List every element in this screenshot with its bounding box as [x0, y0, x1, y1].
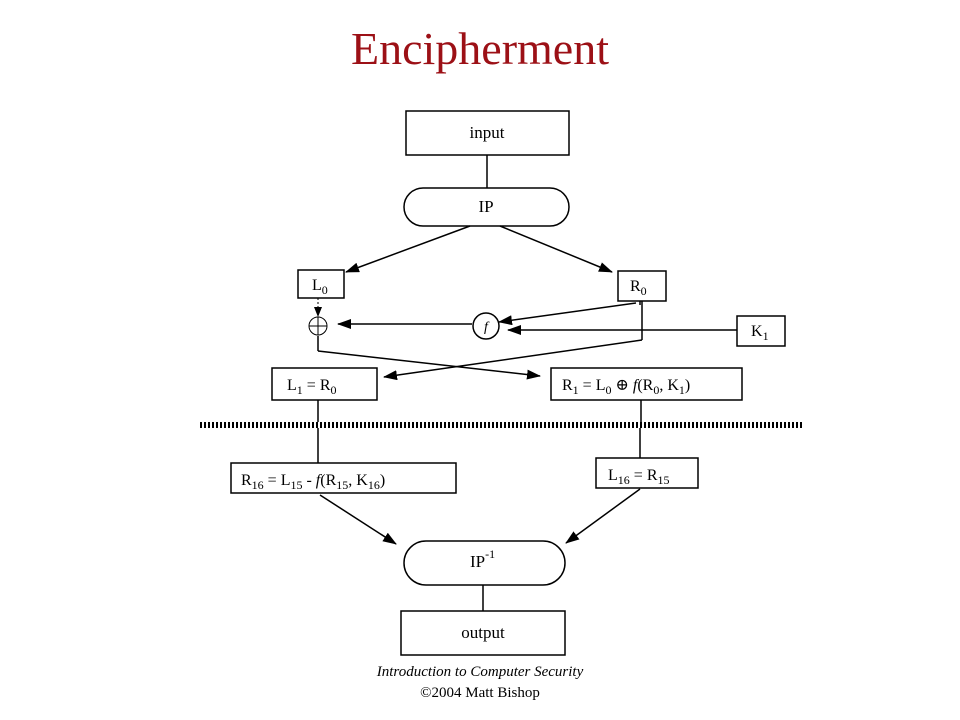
- r0-to-l1-diag-arrow: [383, 339, 643, 381]
- output-label: output: [461, 623, 505, 642]
- input-label: input: [470, 123, 505, 142]
- input-box: input: [405, 110, 570, 156]
- l1-eq-box: L1 = R0: [271, 367, 378, 401]
- r0-to-f-diag-arrow: [498, 302, 637, 326]
- footer-course: Introduction to Computer Security: [376, 664, 584, 680]
- footer-copyright: ©2004 Matt Bishop: [420, 685, 540, 701]
- r16-to-ipinv-arrow: [319, 494, 397, 545]
- f-function: f: [472, 312, 500, 340]
- xor-to-r1-diag-arrow: [317, 350, 541, 380]
- l16-to-ipinv-arrow: [565, 488, 641, 544]
- r1-eq-label: R1 = L0 ⊕ f(R0, K1): [562, 377, 690, 397]
- r1-eq-box: R1 = L0 ⊕ f(R0, K1): [550, 367, 743, 401]
- l1-eq-label: L1 = R0: [287, 377, 336, 397]
- f-label: f: [484, 320, 490, 335]
- r0-box: R0: [617, 270, 667, 302]
- slide-title: Encipherment: [350, 23, 609, 74]
- ip-inverse-label: IP-1: [470, 547, 495, 571]
- k1-label: K1: [751, 323, 769, 343]
- ip-inverse-box: IP-1: [403, 540, 566, 586]
- ip-to-l0-arrow: [345, 225, 471, 273]
- l16-eq-box: L16 = R15: [595, 457, 699, 489]
- l16-eq-label: L16 = R15: [608, 467, 669, 487]
- ip-label: IP: [478, 197, 493, 216]
- l0-label: L0: [312, 277, 328, 297]
- ip-to-r0-arrow: [499, 225, 613, 273]
- r0-label: R0: [630, 278, 647, 298]
- slide-footer: Introduction to Computer Security ©2004 …: [0, 662, 960, 704]
- ip-box: IP: [403, 187, 570, 227]
- r16-eq-label: R16 = L15 - f(R15, K16): [241, 472, 385, 492]
- xor-symbol: [308, 316, 328, 336]
- r16-eq-box: R16 = L15 - f(R15, K16): [230, 462, 457, 494]
- k1-box: K1: [736, 315, 786, 347]
- l0-box: L0: [297, 269, 345, 299]
- output-box: output: [400, 610, 566, 656]
